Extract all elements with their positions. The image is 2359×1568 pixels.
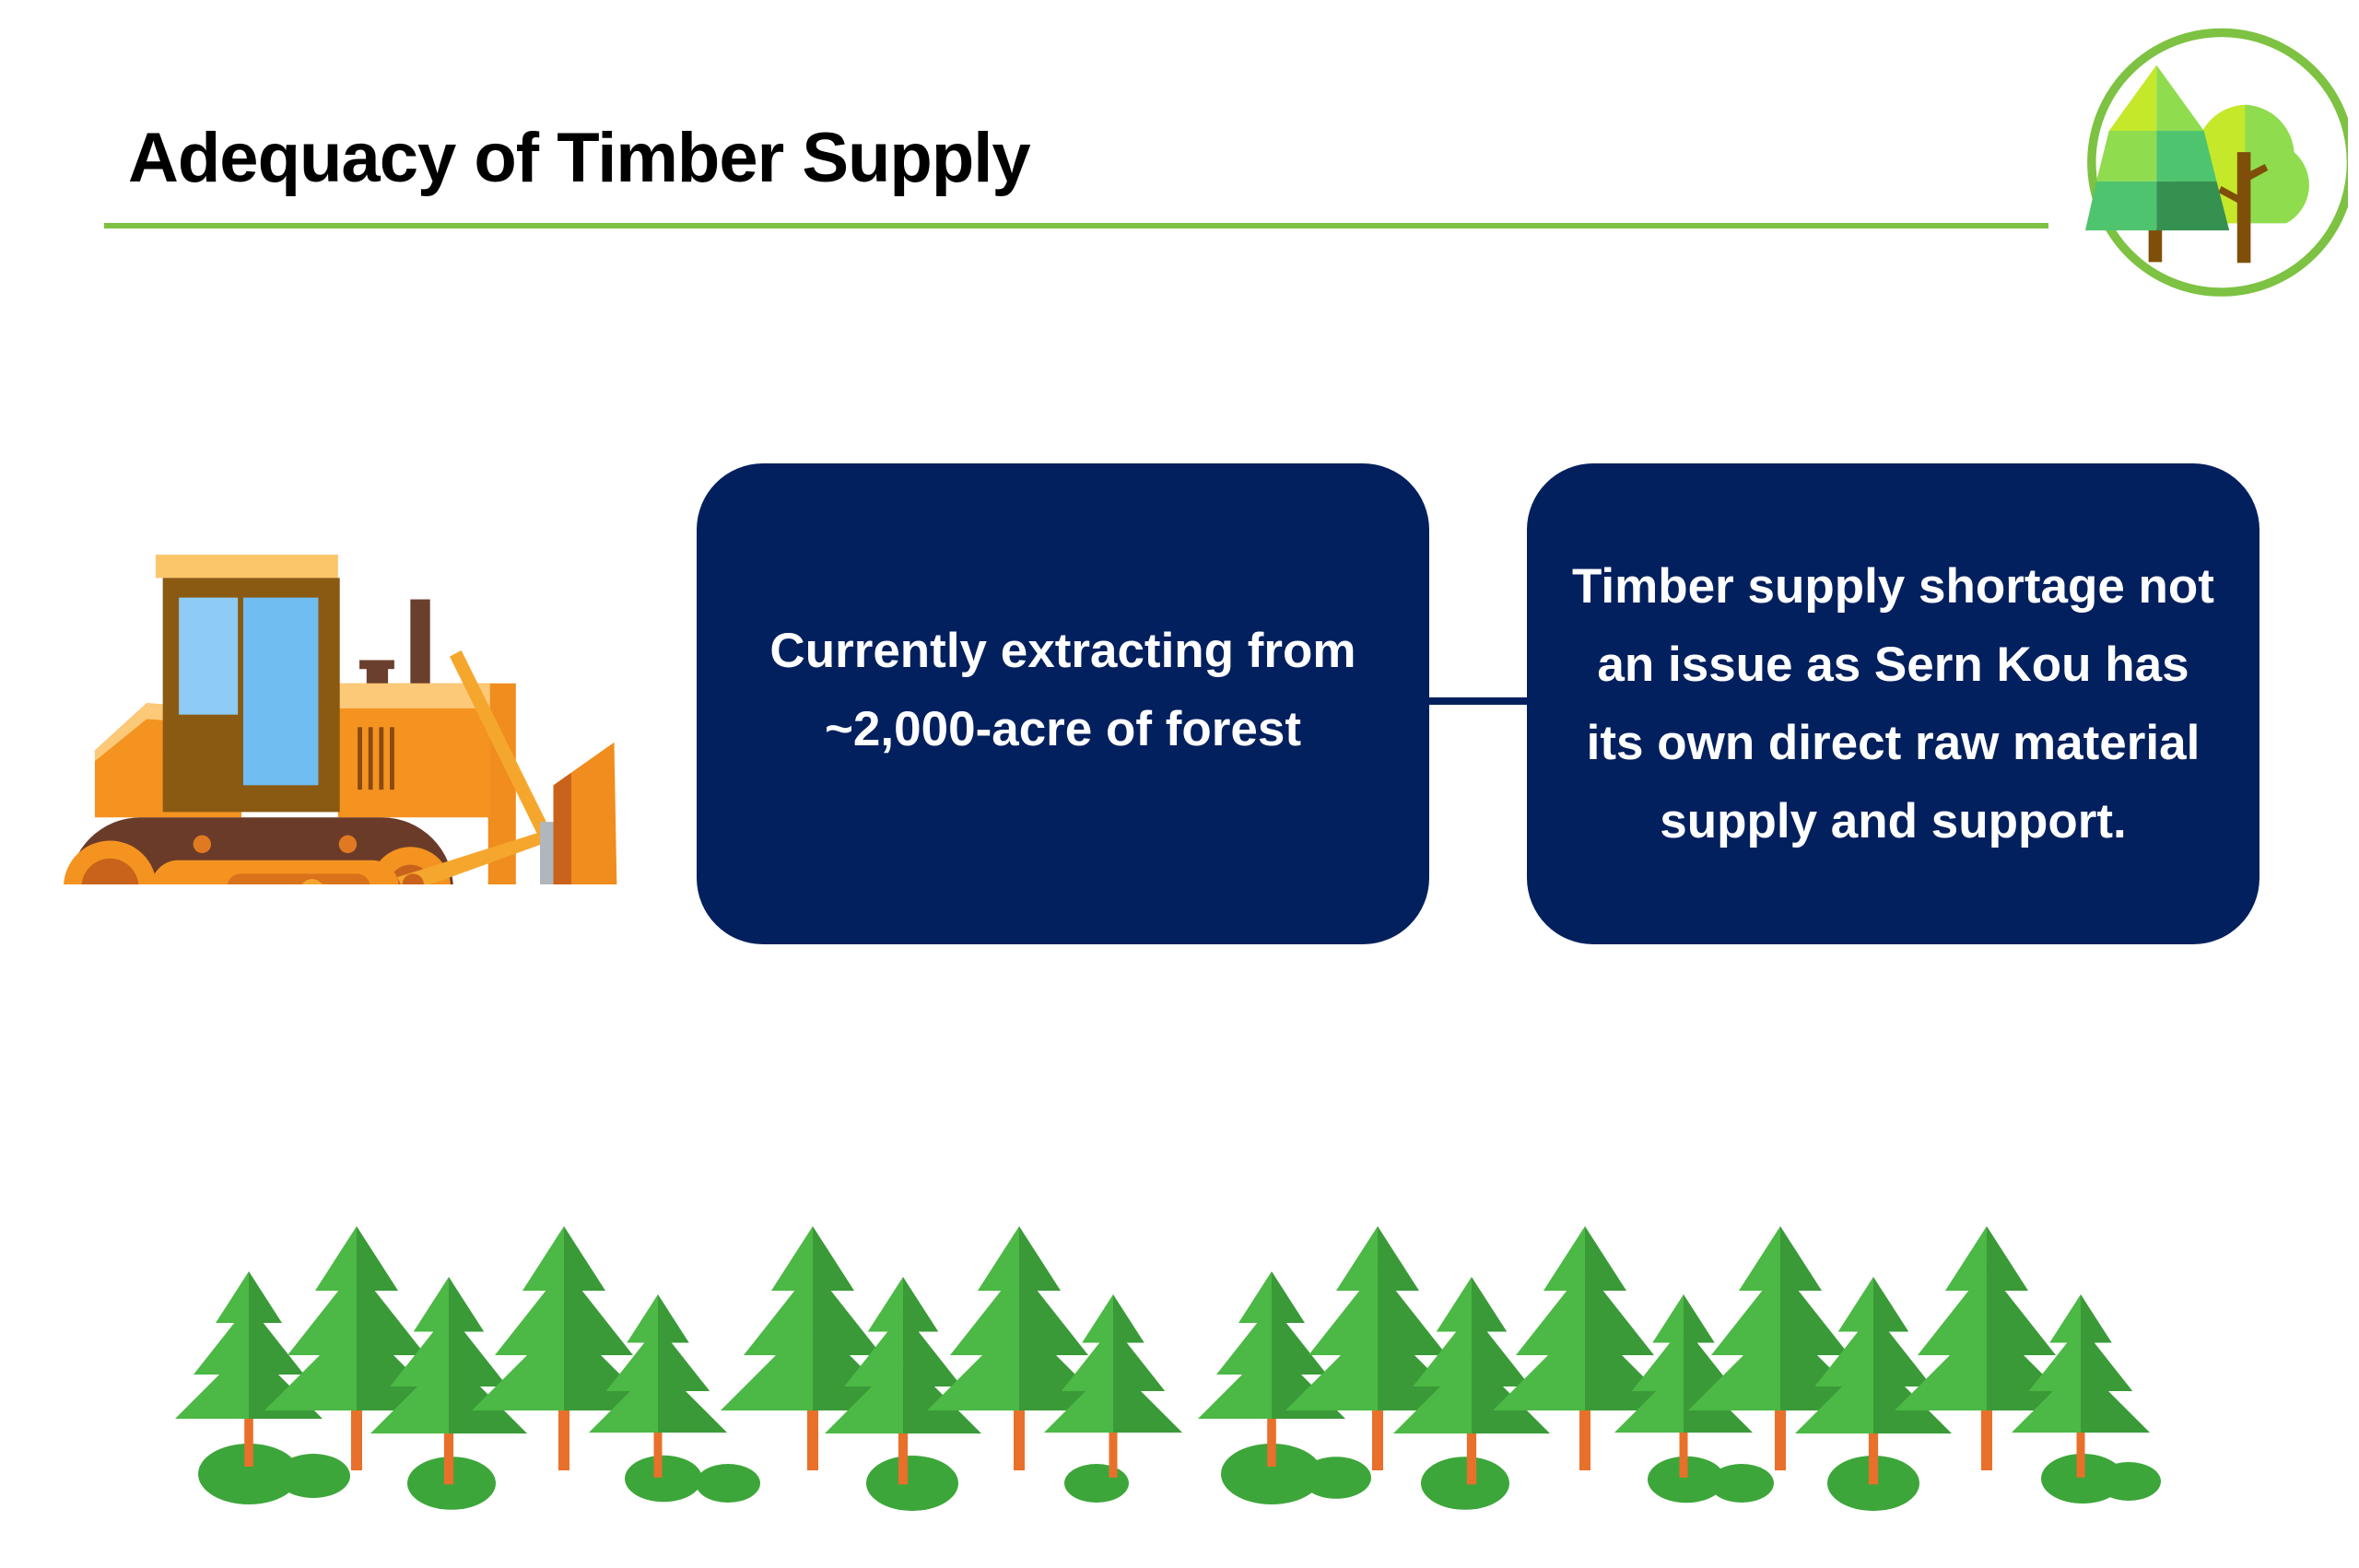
- bush-shape: [1301, 1457, 1371, 1499]
- pine-tree-icon: [825, 1277, 981, 1485]
- extraction-info-box: Currently extracting from ~2,000-acre of…: [697, 463, 1429, 944]
- bush-shape: [1221, 1444, 1322, 1504]
- pine-tree-icon: [2012, 1294, 2150, 1478]
- bush-shape: [696, 1464, 760, 1503]
- pine-tree-icon: [1044, 1294, 1182, 1478]
- pine-tree-icon: [1614, 1294, 1753, 1478]
- box-connector: [1429, 697, 1527, 705]
- extraction-info-text: Currently extracting from ~2,000-acre of…: [769, 624, 1356, 756]
- bush-shape: [2096, 1462, 2161, 1501]
- bush-shape: [625, 1455, 702, 1503]
- pine-tree-icon: [1493, 1226, 1677, 1470]
- pine-tree-icon: [1895, 1226, 2079, 1470]
- supply-info-text: Timber supply shortage not an issue as S…: [1572, 559, 2214, 848]
- bush-shape: [276, 1454, 350, 1498]
- bush-shape: [1648, 1456, 1725, 1504]
- bush-shape: [866, 1456, 958, 1511]
- forest-logo-icon: [2084, 28, 2348, 297]
- supply-info-box: Timber supply shortage not an issue as S…: [1527, 463, 2259, 944]
- pine-tree-icon: [175, 1271, 323, 1467]
- pine-tree-icon: [472, 1226, 656, 1470]
- pine-tree-icon: [927, 1226, 1111, 1470]
- pine-tree-icon: [1198, 1271, 1345, 1467]
- pine-tree-icon: [1285, 1226, 1470, 1470]
- bulldozer-icon: [64, 555, 617, 884]
- title-underline: [104, 223, 2048, 228]
- pine-tree-icon: [589, 1294, 727, 1478]
- pine-tree-icon: [721, 1226, 905, 1470]
- bush-shape: [1421, 1457, 1509, 1510]
- page-title: Adequacy of Timber Supply: [128, 119, 1031, 197]
- bush-shape: [198, 1444, 299, 1504]
- pine-tree-icon: [370, 1277, 527, 1485]
- bush-shape: [1709, 1464, 1774, 1503]
- pine-tree-icon: [1688, 1226, 1872, 1470]
- bush-shape: [1064, 1464, 1129, 1503]
- pine-forest-icon: [175, 1226, 2161, 1511]
